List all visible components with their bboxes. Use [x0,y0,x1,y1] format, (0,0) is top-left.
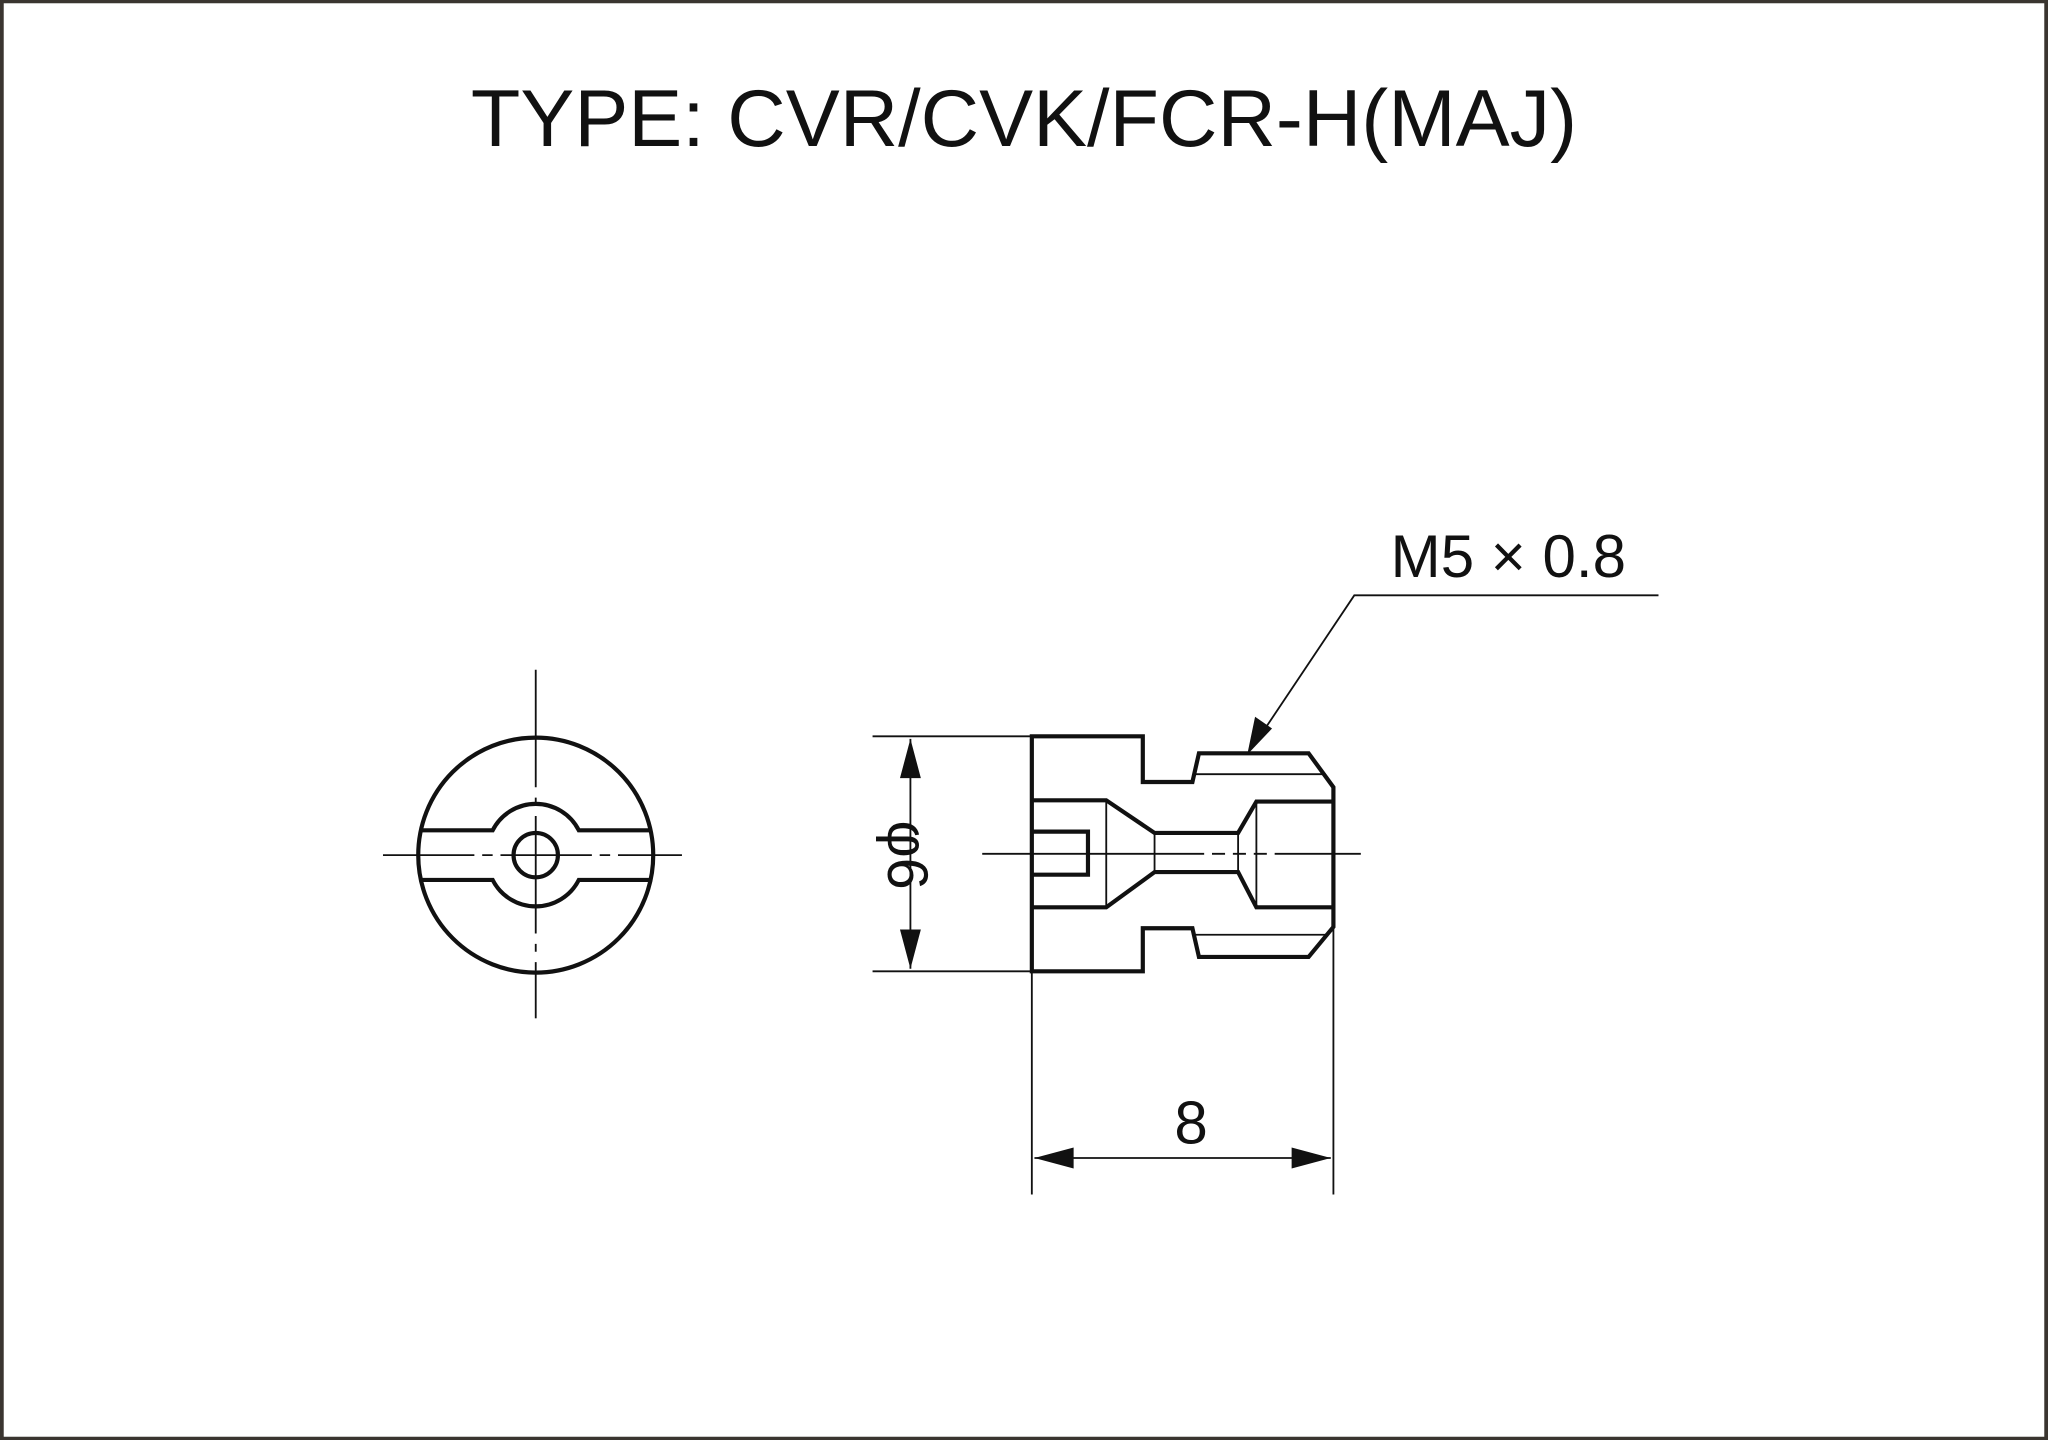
thread-label: M5 × 0.8 [1391,523,1626,590]
slot-bottom-edge [420,877,651,909]
bore-top [1031,798,1334,836]
drawing-title: TYPE: CVR/CVK/FCR-H(MAJ) [471,74,1577,164]
arrow-down-icon [899,929,921,969]
diameter-dimension: φ6 [872,735,1032,973]
diameter-label: φ6 [875,821,939,890]
bore-bottom [1031,870,1334,910]
arrow-left-icon [1034,1147,1074,1169]
center-hole [511,830,561,880]
length-dimension: 8 [1030,926,1335,1195]
arrow-up-icon [899,738,921,779]
front-view [382,669,682,1019]
arrow-right-icon [1291,1147,1331,1169]
outer-circle [416,735,656,975]
slot-top-edge [420,801,651,833]
leader-arrow-icon [1247,716,1273,755]
thread-leader: M5 × 0.8 [1247,523,1659,755]
length-label: 8 [1174,1090,1207,1157]
slot-cut [1031,829,1091,877]
